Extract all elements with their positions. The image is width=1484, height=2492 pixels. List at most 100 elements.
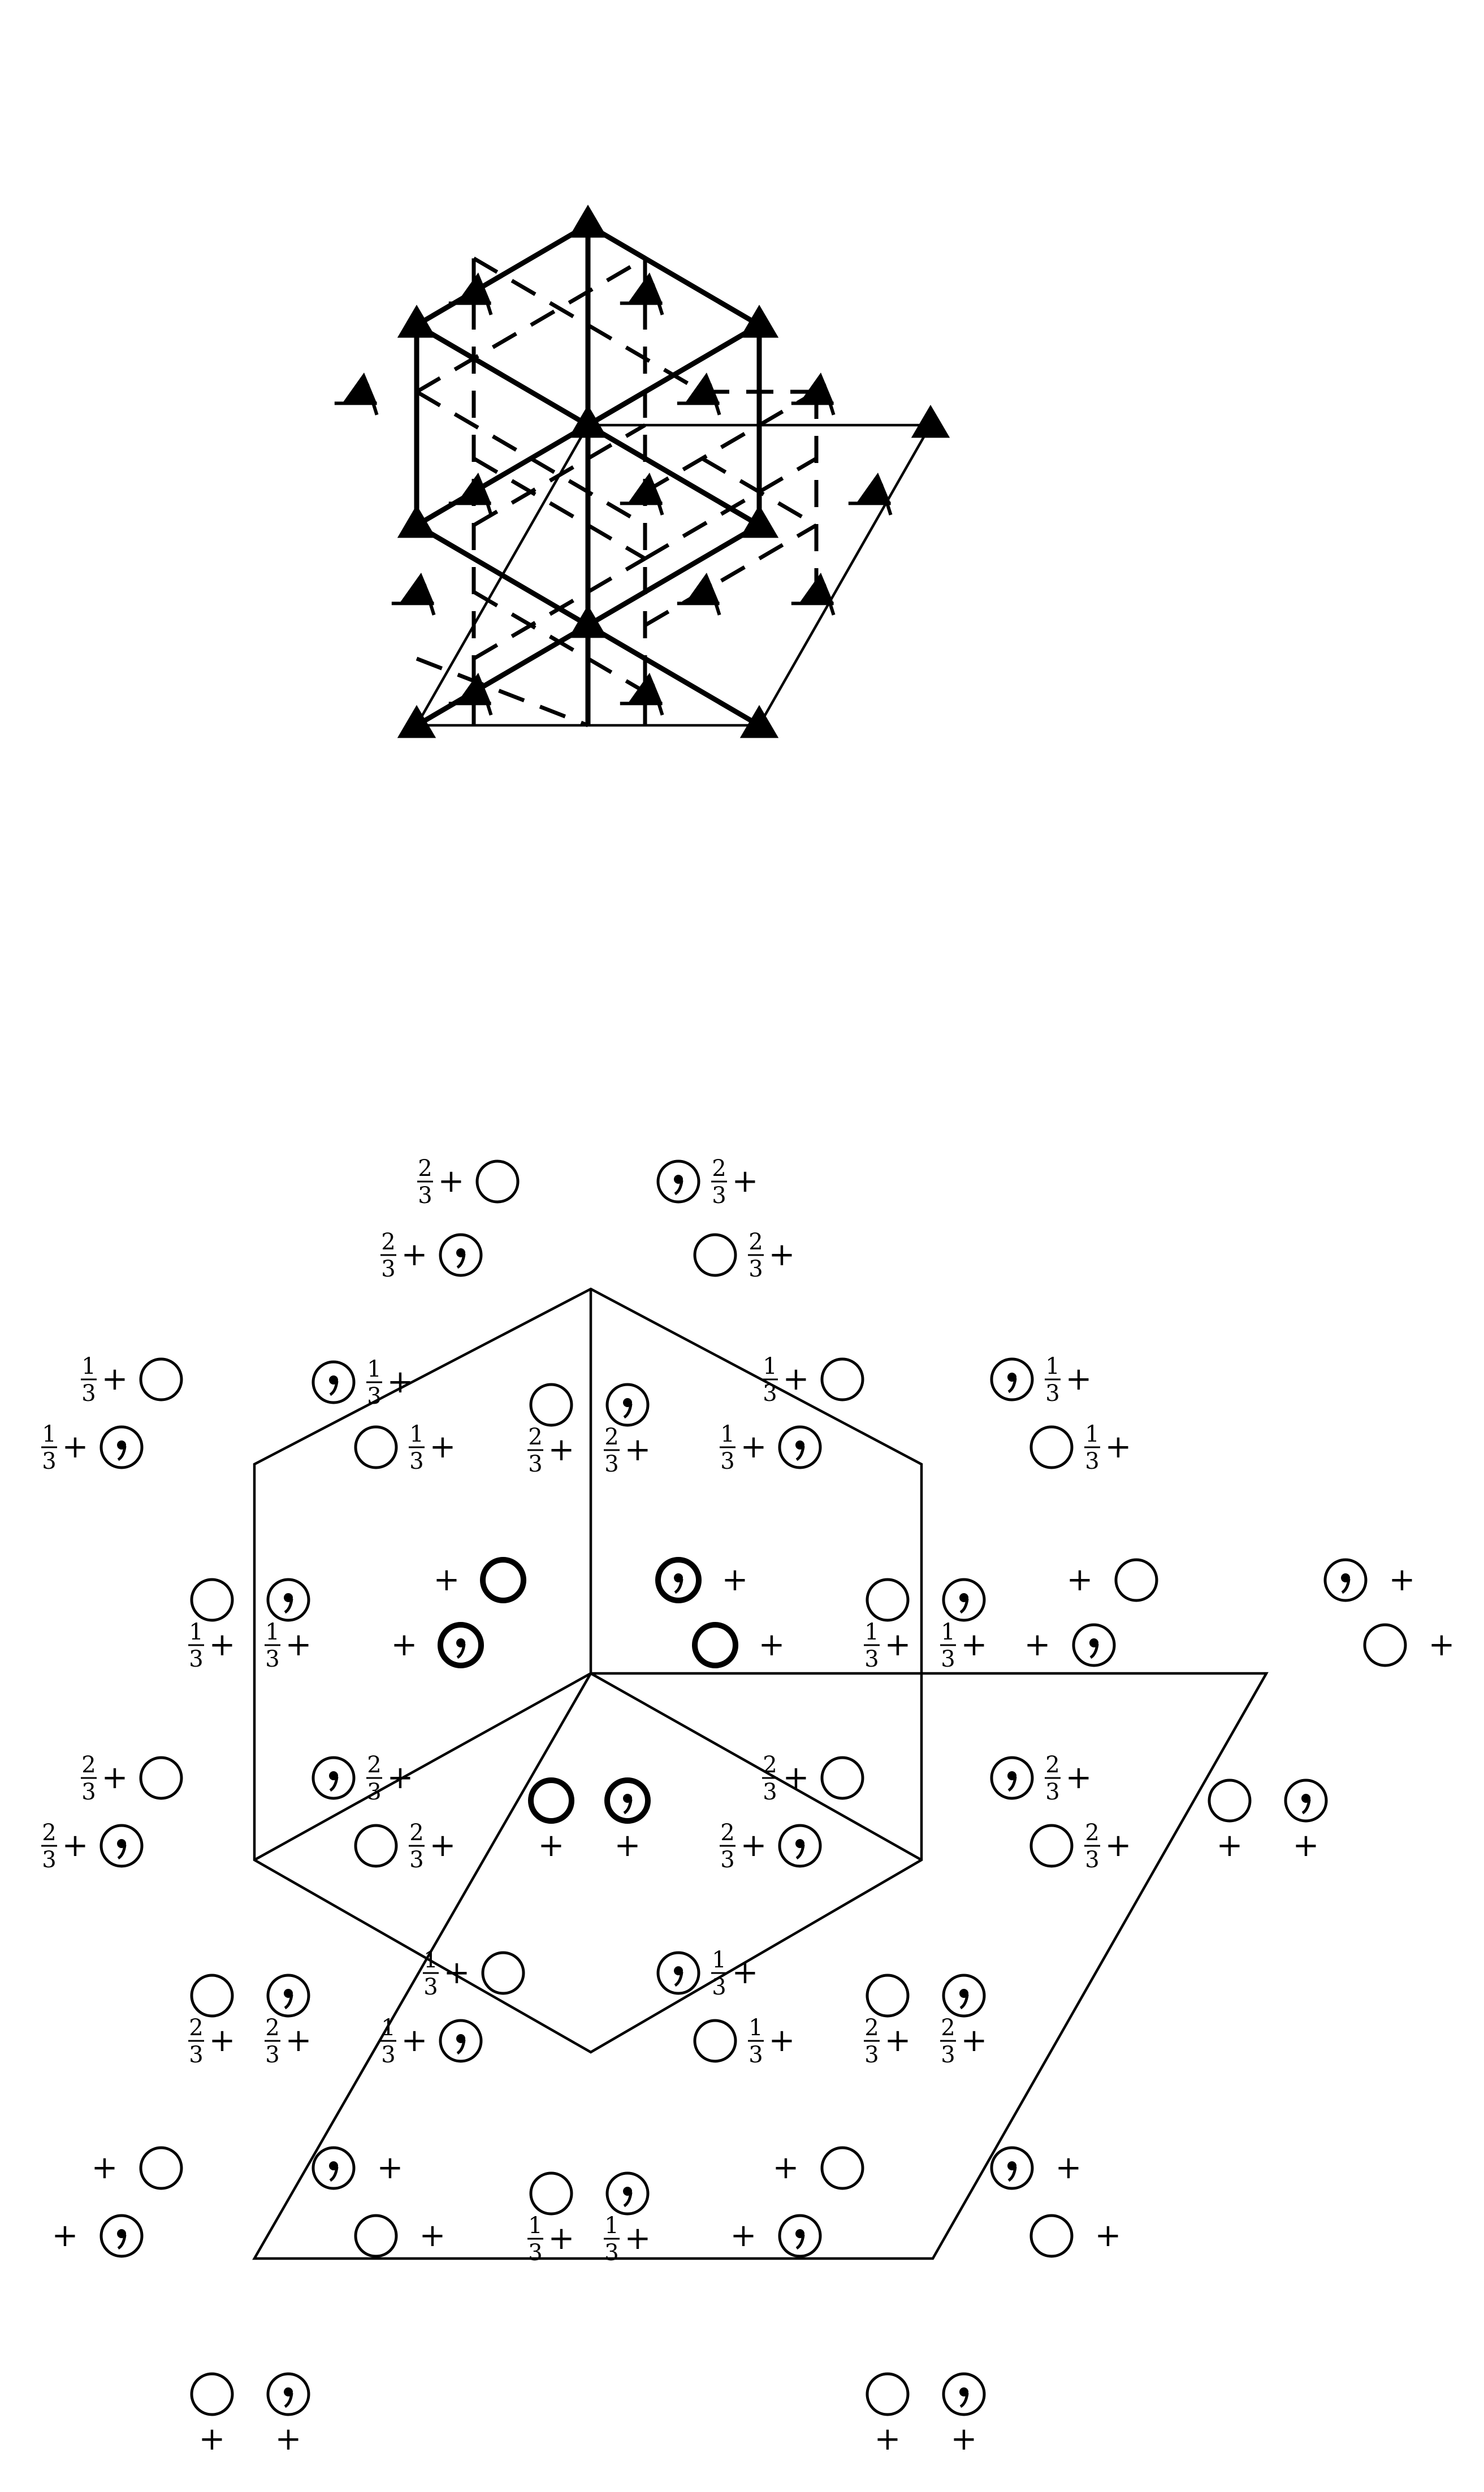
svg-text:+: + xyxy=(615,1827,641,1864)
axis-mid-right-triangle-icon xyxy=(911,405,950,438)
position-comma-circle-icon: + xyxy=(990,2146,1082,2190)
screw-axis-icon xyxy=(677,373,721,416)
svg-text:2: 2 xyxy=(42,1820,56,1846)
svg-text:3: 3 xyxy=(381,1256,395,1282)
svg-text:3: 3 xyxy=(418,1183,432,1209)
glide-line xyxy=(473,423,646,527)
svg-text:+: + xyxy=(1067,1561,1093,1598)
svg-text:+: + xyxy=(52,2217,79,2254)
svg-text:+: + xyxy=(741,1827,767,1864)
svg-text:+: + xyxy=(961,1626,988,1663)
svg-text:2: 2 xyxy=(720,1820,734,1846)
svg-text:2: 2 xyxy=(864,2015,879,2041)
svg-text:3: 3 xyxy=(1045,1381,1059,1407)
position-circle-icon: 23+ xyxy=(188,1974,235,2068)
glide-line xyxy=(701,456,817,527)
position-comma-circle-icon: 23+ xyxy=(41,1820,144,1873)
svg-text:3: 3 xyxy=(42,1448,56,1474)
position-comma-circle-icon: + xyxy=(311,2146,404,2190)
svg-text:+: + xyxy=(769,1236,795,1273)
position-circle-icon: + xyxy=(773,2146,864,2190)
svg-text:1: 1 xyxy=(763,1353,777,1379)
glide-line xyxy=(473,590,646,694)
svg-text:3: 3 xyxy=(528,2240,542,2266)
svg-text:1: 1 xyxy=(528,2213,542,2239)
svg-text:+: + xyxy=(377,2149,404,2186)
svg-text:+: + xyxy=(1055,2149,1082,2186)
position-comma-circle-icon: 13+ xyxy=(311,1356,414,1409)
position-circle-icon: 23+ xyxy=(864,1974,911,2068)
screw-axis-icon xyxy=(677,573,721,616)
svg-text:3: 3 xyxy=(712,1183,726,1209)
svg-text:1: 1 xyxy=(749,2015,763,2041)
svg-text:+: + xyxy=(62,1827,89,1864)
svg-text:3: 3 xyxy=(720,1448,734,1474)
position-comma-circle-icon: + xyxy=(1323,1558,1416,1602)
axis-upper-left-triangle-icon xyxy=(397,305,436,338)
position-circle-icon: 13+ xyxy=(864,1578,911,1672)
svg-text:+: + xyxy=(275,2421,302,2458)
position-circle-icon: 23+ xyxy=(1029,1820,1131,1873)
svg-text:+: + xyxy=(783,1759,810,1796)
solid-line xyxy=(586,623,761,728)
position-comma-circle-icon: 13+ xyxy=(380,2015,483,2068)
position-circle-icon: + xyxy=(354,2214,445,2258)
svg-text:+: + xyxy=(732,1954,759,1991)
svg-text:1: 1 xyxy=(42,1421,56,1447)
svg-text:+: + xyxy=(951,2421,977,2458)
cell-edge-line xyxy=(758,424,932,726)
position-circle-icon: 13+ xyxy=(188,1578,235,1672)
svg-text:3: 3 xyxy=(409,1847,423,1873)
position-comma-circle-icon: + xyxy=(1284,1779,1328,1864)
svg-text:+: + xyxy=(387,1364,414,1400)
svg-text:+: + xyxy=(102,1759,128,1796)
svg-text:+: + xyxy=(430,1429,456,1465)
screw-axis-icon xyxy=(791,373,836,416)
svg-text:+: + xyxy=(401,2022,428,2059)
svg-text:2: 2 xyxy=(941,2015,955,2041)
position-comma-circle-icon: 23+ xyxy=(265,1974,311,2068)
screw-axis-icon xyxy=(448,673,493,716)
position-comma-circle-icon: 13+ xyxy=(604,2171,651,2266)
hexagon-inner-spokes xyxy=(253,1289,923,1861)
position-circle-icon: 13+ xyxy=(762,1353,864,1407)
axis-bottom-center-triangle-icon xyxy=(568,605,608,638)
position-comma-circle-icon: 13+ xyxy=(720,1421,822,1474)
position-comma-circle-icon: + xyxy=(52,2214,144,2258)
svg-text:+: + xyxy=(741,1429,767,1465)
position-circle-icon: + xyxy=(866,2372,910,2458)
svg-text:2: 2 xyxy=(712,1156,726,1182)
svg-text:3: 3 xyxy=(1085,1847,1099,1873)
svg-text:3: 3 xyxy=(1085,1448,1099,1474)
axis-top-triangle-icon xyxy=(568,205,608,238)
solid-line xyxy=(415,223,590,327)
position-circle-icon: 23+ xyxy=(417,1156,520,1209)
position-circle-icon: 23+ xyxy=(81,1752,183,1805)
svg-text:3: 3 xyxy=(189,1646,203,1672)
screw-axis-icon xyxy=(848,473,893,516)
svg-text:+: + xyxy=(769,2022,795,2059)
svg-text:3: 3 xyxy=(381,2042,395,2068)
position-circle-icon: + xyxy=(1208,1779,1252,1864)
svg-text:+: + xyxy=(444,1954,470,1991)
position-circle-icon: 13+ xyxy=(354,1421,456,1474)
position-circle-icon: 13+ xyxy=(423,1947,525,2000)
position-comma-circle-icon: 23+ xyxy=(656,1156,758,1209)
axis-bottom-right-triangle-icon xyxy=(739,705,779,738)
position-comma-circle-icon: 13+ xyxy=(41,1421,144,1474)
svg-text:2: 2 xyxy=(81,1752,96,1778)
svg-text:+: + xyxy=(1293,1827,1319,1864)
position-circle-icon: 23+ xyxy=(693,1229,795,1282)
svg-text:3: 3 xyxy=(604,1451,618,1477)
svg-text:2: 2 xyxy=(409,1820,423,1846)
svg-text:3: 3 xyxy=(749,2042,763,2068)
svg-text:+: + xyxy=(759,1626,785,1663)
position-circle-icon: + xyxy=(1363,1623,1455,1667)
svg-text:2: 2 xyxy=(265,2015,279,2041)
position-circle-icon: 13+ xyxy=(527,2171,574,2266)
svg-text:2: 2 xyxy=(367,1752,381,1778)
svg-text:+: + xyxy=(1389,1561,1416,1598)
svg-text:+: + xyxy=(391,1626,418,1663)
